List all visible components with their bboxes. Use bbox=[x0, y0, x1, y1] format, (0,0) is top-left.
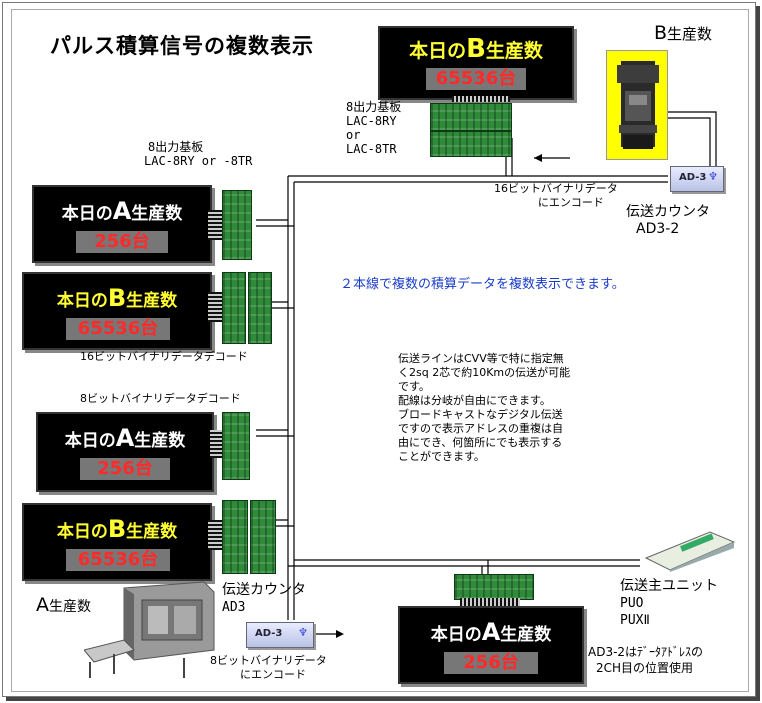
display-panel-b-2: 本日のB生産数 65536台 bbox=[22, 503, 212, 581]
inner-border bbox=[11, 9, 749, 692]
ad3-logo-icon: ♆ bbox=[298, 626, 308, 639]
panel-label: 本日のB生産数 bbox=[56, 284, 178, 312]
counter-top-label: 伝送カウンタ AD3-2 bbox=[626, 204, 710, 237]
b-production-label: B生産数 bbox=[654, 22, 713, 44]
connector bbox=[210, 430, 222, 458]
panel-value: 65536台 bbox=[66, 318, 170, 340]
circuit-board bbox=[248, 272, 272, 344]
panel-value: 65536台 bbox=[426, 68, 526, 90]
decode8-label: 8ビットバイナリデータデコード bbox=[80, 392, 241, 405]
description-text: 伝送ラインはCVV等で特に指定無 く2sq 2芯で約10Kmの伝送が可能 です。… bbox=[398, 352, 571, 463]
panel-value: 65536台 bbox=[66, 549, 170, 571]
headline-text: ２本線で複数の積算データを複数表示できます。 bbox=[340, 277, 625, 292]
connector bbox=[452, 96, 510, 102]
ad3-2-note: AD3-2はﾃﾞｰﾀｱﾄﾞﾚｽの 2CH目の位置使用 bbox=[588, 645, 704, 675]
display-panel-b-1: 本日のB生産数 65536台 bbox=[22, 272, 212, 350]
panel-value: 256台 bbox=[80, 458, 170, 480]
circuit-board bbox=[430, 131, 512, 157]
page-title: パルス積算信号の複数表示 bbox=[50, 34, 314, 58]
encode8-label: 8ビットバイナリデータ にエンコード bbox=[210, 654, 327, 681]
panel-label: 本日のA生産数 bbox=[64, 424, 186, 452]
circuit-board bbox=[454, 574, 534, 600]
decode16-label: 16ビットバイナリデータデコード bbox=[80, 350, 248, 363]
connector bbox=[460, 598, 520, 606]
circuit-board bbox=[430, 103, 512, 131]
production-machine-a-image bbox=[83, 580, 218, 680]
board-top-label: 8出力基板 LAC-8RY or LAC-8TR bbox=[346, 100, 402, 156]
panel-label: 本日のB生産数 bbox=[56, 515, 178, 543]
master-unit-icon bbox=[644, 531, 736, 572]
panel-value: 256台 bbox=[76, 231, 168, 253]
ad3-model-text: AD-3 bbox=[679, 172, 707, 183]
panel-label: 本日のA生産数 bbox=[430, 618, 552, 646]
encode16-label: 16ビットバイナリデータ にエンコード bbox=[494, 182, 618, 209]
display-panel-b-top: 本日のB生産数 65536台 bbox=[378, 26, 574, 100]
connector bbox=[208, 292, 222, 322]
master-unit-image bbox=[640, 528, 736, 572]
master-unit-label: 伝送主ユニット PUO PUXⅡ bbox=[620, 578, 718, 628]
press-machine-icon bbox=[617, 61, 659, 149]
circuit-board bbox=[222, 412, 250, 480]
ad3-counter-device: AD-3 ♆ bbox=[246, 622, 314, 648]
circuit-board bbox=[222, 190, 252, 260]
ad3-2-counter-device: AD-3 ♆ bbox=[670, 166, 724, 192]
counter-bottom-label: 伝送カウンタ AD3 bbox=[222, 582, 306, 615]
a-production-label: A生産数 bbox=[36, 594, 91, 616]
circuit-board bbox=[222, 500, 248, 574]
connector bbox=[208, 210, 222, 240]
ad3-model-text: AD-3 bbox=[255, 628, 283, 639]
display-panel-a-bottom: 本日のA生産数 256台 bbox=[398, 606, 584, 684]
press-machine-image bbox=[606, 50, 668, 160]
panel-value: 256台 bbox=[444, 652, 538, 674]
connector bbox=[208, 520, 222, 550]
panel-label: 本日のA生産数 bbox=[61, 197, 183, 225]
board-left-label: 8出力基板 LAC-8RY or -8TR bbox=[144, 140, 253, 168]
display-panel-a-1: 本日のA生産数 256台 bbox=[32, 185, 212, 263]
circuit-board bbox=[250, 500, 276, 574]
ad3-logo-icon: ♆ bbox=[708, 170, 718, 183]
panel-label: 本日のB生産数 bbox=[409, 34, 543, 64]
circuit-board bbox=[222, 272, 246, 344]
production-machine-icon bbox=[83, 581, 215, 678]
display-panel-a-2: 本日のA生産数 256台 bbox=[36, 412, 214, 492]
